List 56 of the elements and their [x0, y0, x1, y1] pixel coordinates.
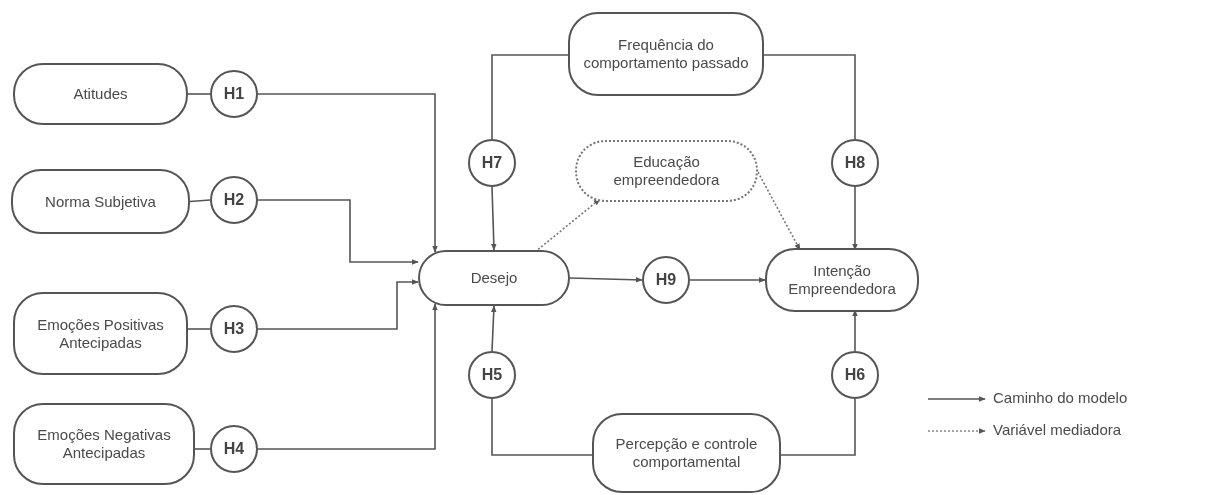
- rounded-box: [568, 12, 764, 96]
- arrow: [257, 303, 438, 450]
- connector-line: [491, 54, 569, 140]
- hypothesis-circle: [210, 70, 258, 118]
- connector-line: [763, 54, 856, 140]
- hypothesis-label: H7: [480, 153, 504, 173]
- connector-line: [187, 93, 211, 95]
- arrow: [569, 277, 643, 283]
- construct-label: Atitudes: [72, 85, 129, 103]
- hypothesis-circle: [210, 425, 258, 473]
- arrow: [852, 186, 858, 251]
- legend-label: Variável mediadora: [993, 421, 1122, 438]
- construct-label: Intenção Empreendedora: [787, 262, 897, 298]
- arrow: [257, 279, 419, 330]
- hypothesis-circle: [831, 139, 879, 187]
- rounded-box: [13, 292, 188, 375]
- construct-label: Emoções Negativas Antecipadas: [36, 426, 172, 462]
- hypothesis-label: H2: [222, 190, 246, 210]
- hypothesis-label: H4: [222, 439, 246, 459]
- connector-line: [189, 199, 211, 203]
- construct-label: Norma Subjetiva: [44, 192, 157, 211]
- hypothesis-label: H8: [843, 153, 867, 173]
- hypothesis-label: H6: [843, 365, 867, 385]
- connector-line: [187, 328, 211, 330]
- arrow: [689, 277, 766, 283]
- hypothesis-label: H1: [222, 84, 246, 104]
- arrow: [491, 186, 497, 251]
- construct-label: Emoções Positivas Antecipadas: [36, 315, 165, 352]
- construct-label: Percepção e controle comportamental: [614, 435, 759, 471]
- connector-line: [194, 448, 211, 450]
- rounded-box: [13, 403, 195, 485]
- construct-label: Frequência do comportamento passado: [582, 36, 750, 72]
- legend-label: Caminho do modelo: [993, 389, 1128, 406]
- arrow: [490, 305, 497, 352]
- arrow: [257, 199, 419, 265]
- connector-line: [491, 398, 593, 456]
- rounded-box: [11, 169, 190, 234]
- hypothesis-circle: [468, 351, 516, 399]
- rounded-box: [13, 63, 188, 125]
- rounded-box: [765, 248, 919, 312]
- hypothesis-label: H9: [654, 270, 678, 290]
- arrow: [257, 93, 438, 253]
- connector-line: [780, 398, 856, 456]
- hypothesis-circle: [642, 256, 690, 304]
- arrow: [852, 309, 858, 352]
- hypothesis-circle: [210, 176, 258, 224]
- rounded-box: [592, 413, 781, 493]
- dotted-arrow: [757, 171, 801, 251]
- hypothesis-circle: [831, 351, 879, 399]
- hypothesis-label: H5: [480, 365, 504, 385]
- rounded-box: [418, 250, 570, 306]
- construct-label: Educação empreendedora: [612, 153, 721, 189]
- construct-label: Desejo: [469, 269, 519, 287]
- hypothesis-label: H3: [222, 319, 246, 339]
- hypothesis-circle: [468, 139, 516, 187]
- hypothesis-circle: [210, 305, 258, 353]
